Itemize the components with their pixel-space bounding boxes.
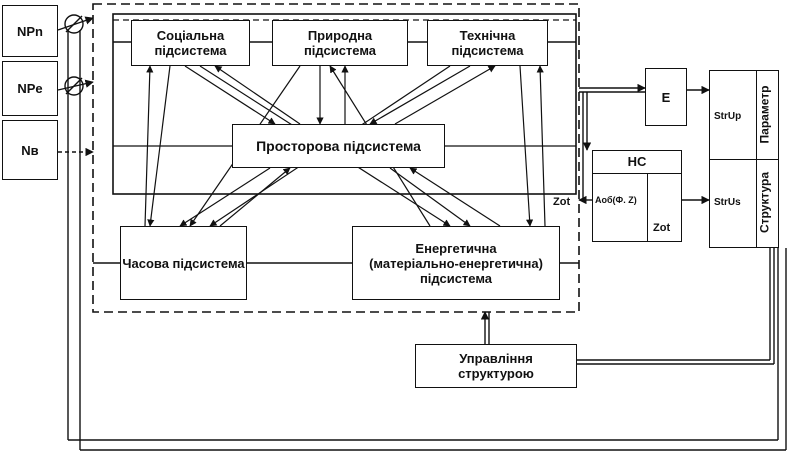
input-npn: NPn [2, 5, 58, 57]
strus-label: StrUs [714, 197, 741, 208]
temporal-subsystem: Часова підсистема [120, 226, 247, 300]
energy-subsystem-line2: (матеріально-енергетична) [369, 255, 543, 271]
energy-subsystem: Енергетична (матеріально-енергетична) пі… [352, 226, 560, 300]
input-npn-label: NPn [17, 23, 43, 39]
hc-divider [647, 173, 648, 241]
strup-divider [710, 159, 778, 160]
input-nv: Nв [2, 120, 58, 180]
technical-subsystem: Технічна підсистема [427, 20, 548, 66]
input-nv-label: Nв [21, 142, 39, 158]
input-npe-label: NPe [17, 81, 43, 96]
spatial-subsystem: Просторова підсистема [232, 124, 445, 168]
hc-block: НС Аоб(Ф. Z) Zot [592, 150, 682, 242]
aob-label: Аоб(Ф. Z) [595, 195, 637, 205]
zot-inner-label: Zot [653, 222, 671, 234]
strup-vertical-divider [756, 71, 757, 247]
energy-subsystem-line1: Енергетична [415, 240, 497, 256]
technical-subsystem-label: Технічна підсистема [451, 28, 524, 58]
strup-label: StrUp [714, 111, 742, 122]
e-block: E [645, 68, 687, 126]
social-subsystem-label: Соціальна підсистема [154, 28, 227, 58]
social-subsystem: Соціальна підсистема [131, 20, 250, 66]
structure-label: Структура [757, 171, 772, 234]
strup-strus-block: StrUp StrUs Параметр Структура [709, 70, 779, 248]
e-block-label: E [661, 89, 671, 105]
inner-frame [112, 13, 577, 195]
management-line2: структурою [458, 366, 534, 381]
management-line1: Управління [459, 351, 533, 366]
zot-outer-label: Zot [553, 196, 571, 208]
natural-subsystem-label: Природна підсистема [303, 28, 377, 58]
natural-subsystem: Природна підсистема [272, 20, 408, 66]
hc-header: НС [593, 151, 681, 174]
energy-subsystem-line3: підсистема [419, 270, 493, 286]
system-boundary [92, 3, 580, 313]
temporal-subsystem-label: Часова підсистема [122, 255, 245, 271]
input-npe: NPe [2, 61, 58, 116]
spatial-subsystem-label: Просторова підсистема [256, 137, 421, 154]
management-block: Управління структурою [415, 344, 577, 388]
parameter-label: Параметр [757, 85, 772, 144]
